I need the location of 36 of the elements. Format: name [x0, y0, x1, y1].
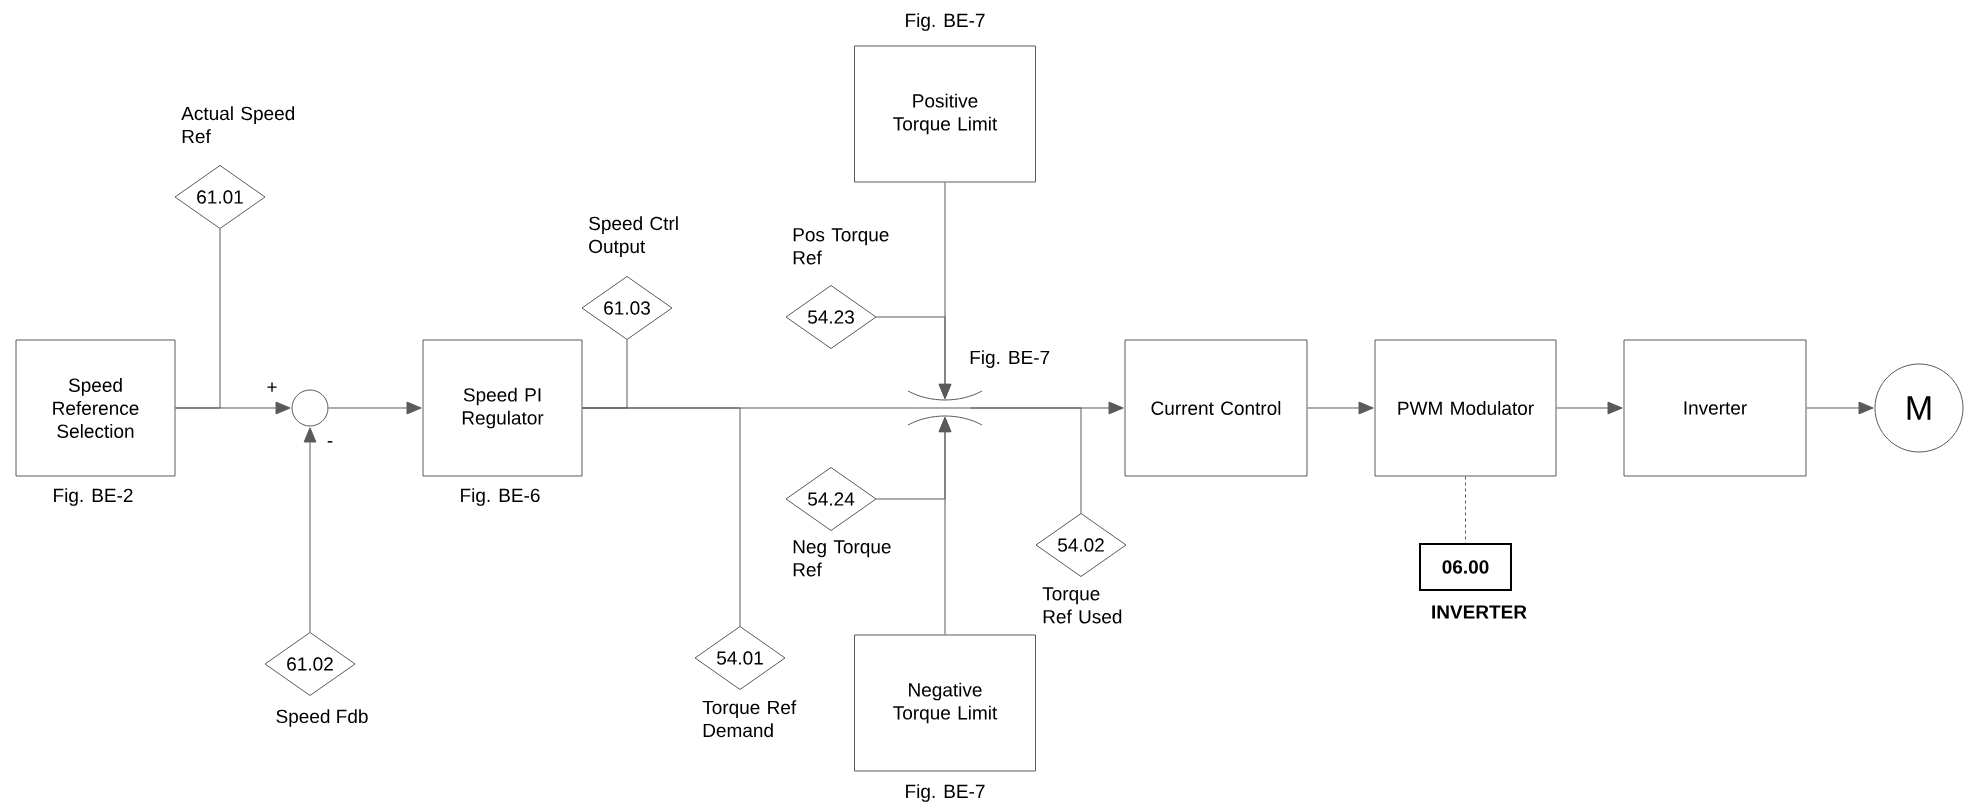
caption-text: Pos Torque Ref [793, 228, 889, 265]
caption-text: INVERTER [1432, 605, 1527, 619]
process-box: Speed Reference Selection [15, 339, 176, 477]
caption-text: Fig. BE-2 [54, 488, 133, 506]
caption-text: Fig. BE-6 [461, 488, 540, 506]
connector-line [582, 407, 741, 627]
arrow [1556, 401, 1623, 415]
caption-text: Fig. BE-7 [906, 13, 985, 31]
process-box: Positive Torque Limit [854, 45, 1036, 183]
connector-line [175, 228, 221, 409]
process-box: Negative Torque Limit [854, 634, 1036, 772]
limiter-symbol [907, 390, 983, 426]
parameter-box: 06.00 [1419, 543, 1512, 591]
caption-text: Speed Fdb [276, 709, 368, 727]
caption-text: Fig. BE-7 [970, 350, 1050, 368]
process-box: Current Control [1124, 339, 1308, 477]
caption-text: Neg Torque Ref [793, 540, 891, 577]
arrow [1806, 401, 1874, 415]
connector-line [969, 407, 1082, 514]
caption-text: Torque Ref Used [1042, 587, 1122, 624]
caption-text: Fig. BE-7 [906, 784, 985, 802]
sign-label: - [327, 441, 333, 443]
summing-junction [291, 389, 329, 427]
process-box: Speed PI Regulator [422, 339, 583, 477]
caption-text: Torque Ref Demand [702, 700, 797, 738]
arrow [328, 401, 422, 415]
process-box: PWM Modulator [1374, 339, 1557, 477]
arrow [875, 417, 952, 500]
caption-text: Speed Ctrl Output [589, 216, 678, 257]
arrow [1307, 401, 1374, 415]
caption-text: Actual Speed Ref [181, 106, 295, 144]
sign-label: + [267, 382, 277, 392]
arrow [875, 316, 952, 399]
process-box: Inverter [1623, 339, 1807, 477]
arrow [303, 427, 317, 633]
connector-line [1465, 476, 1466, 544]
